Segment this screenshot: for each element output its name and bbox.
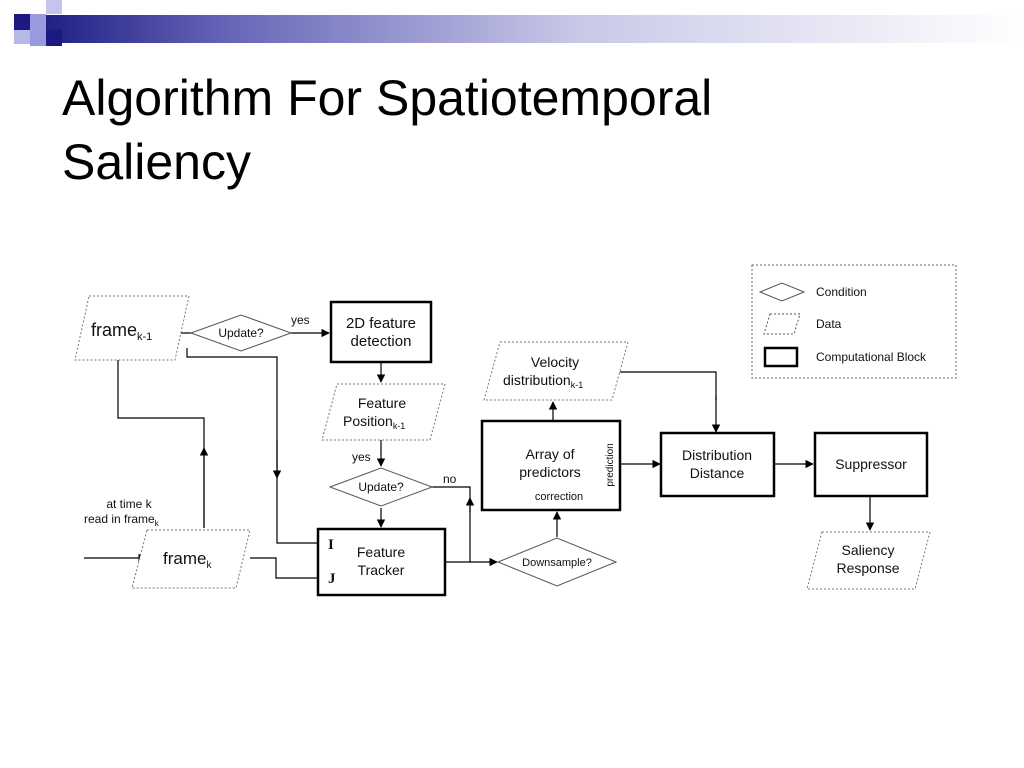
feature-detection-line1: 2D feature — [346, 315, 416, 332]
velocity-line1: Velocity — [531, 354, 579, 370]
frame-cur-node — [131, 529, 251, 589]
svg-text:framek-1: framek-1 — [91, 320, 152, 343]
feature-tracker-block — [316, 527, 447, 597]
time-label-line1: at time k — [106, 497, 152, 511]
downsample-decision-node — [496, 537, 618, 587]
edge-update2-no-to-predictors — [430, 486, 471, 512]
feature-detection-block — [329, 300, 433, 364]
slide-title: Algorithm For Spatiotemporal Saliency — [62, 66, 962, 194]
downsample-label: Downsample? — [522, 557, 592, 569]
legend-condition-diamond-icon — [758, 282, 806, 302]
update1-decision-node — [189, 314, 293, 352]
velocity-subscript: k-1 — [571, 380, 584, 390]
edge-velocity-to-distribution — [614, 371, 717, 400]
predictors-line2: predictors — [519, 464, 580, 480]
svg-text:Positionk-1: Positionk-1 — [343, 413, 405, 431]
logo-square-periwinkle-4 — [14, 30, 30, 44]
logo-square-periwinkle-3 — [30, 30, 46, 46]
edge-no-label: no — [443, 472, 457, 486]
legend-computational-block-label: Computational Block — [816, 350, 927, 364]
velocity-line2: distribution — [503, 372, 571, 388]
prediction-label: prediction — [605, 443, 616, 486]
correction-label: correction — [535, 491, 583, 503]
feature-position-node — [321, 383, 446, 441]
suppressor-label: Suppressor — [835, 456, 907, 472]
update2-decision-node — [328, 467, 434, 507]
tracker-line2: Tracker — [358, 562, 405, 578]
distribution-distance-block — [659, 431, 776, 498]
edge-yes-mid-label: yes — [352, 450, 371, 464]
saliency-response-node — [806, 531, 931, 590]
legend-condition-label: Condition — [816, 285, 867, 299]
svg-text:distributionk-1: distributionk-1 — [503, 372, 583, 390]
frame-prev-node — [74, 295, 190, 361]
frame-cur-subscript: k — [206, 560, 212, 571]
edge-framecur-to-tracker-j — [250, 557, 318, 579]
update1-label: Update? — [218, 326, 264, 340]
legend-data-label: Data — [816, 317, 842, 331]
feature-position-line1: Feature — [358, 395, 406, 411]
title-bar-gradient — [30, 15, 1024, 43]
edge-update1-to-tracker-i — [186, 348, 318, 544]
legend-computational-block-icon — [763, 346, 799, 368]
logo-square-navy-2 — [46, 30, 62, 46]
suppressor-block — [813, 431, 929, 498]
logo-square-periwinkle-1 — [30, 14, 46, 30]
legend-box — [751, 264, 957, 379]
svg-text:read in framek: read in framek — [84, 512, 160, 528]
time-label-subscript: k — [155, 519, 160, 528]
feature-detection-line2: detection — [351, 333, 412, 350]
logo-square-periwinkle-2 — [46, 0, 62, 14]
distribution-line1: Distribution — [682, 447, 752, 463]
logo-square-navy-1 — [14, 14, 30, 30]
edge-yes-top-label: yes — [291, 313, 310, 327]
update2-label: Update? — [358, 480, 404, 494]
slide-title-line-1: Algorithm For Spatiotemporal — [62, 70, 713, 126]
slide-title-line-2: Saliency — [62, 134, 251, 190]
svg-text:framek: framek — [163, 549, 212, 571]
frame-cur-label: frame — [163, 549, 206, 568]
predictors-line1: Array of — [525, 446, 574, 462]
frame-prev-label: frame — [91, 320, 137, 340]
tracker-input-i: I — [328, 537, 334, 553]
distribution-line2: Distance — [690, 465, 745, 481]
tracker-line1: Feature — [357, 544, 405, 560]
time-label-line2: read in frame — [84, 512, 155, 526]
saliency-line1: Saliency — [842, 542, 895, 558]
feature-position-subscript: k-1 — [393, 421, 406, 431]
feature-position-line2: Position — [343, 413, 393, 429]
tracker-input-j: J — [328, 571, 336, 587]
saliency-line2: Response — [836, 560, 899, 576]
frame-prev-subscript: k-1 — [137, 331, 152, 343]
velocity-distribution-node — [483, 341, 629, 401]
legend-data-parallelogram-icon — [763, 313, 801, 335]
array-of-predictors-block — [480, 419, 622, 512]
